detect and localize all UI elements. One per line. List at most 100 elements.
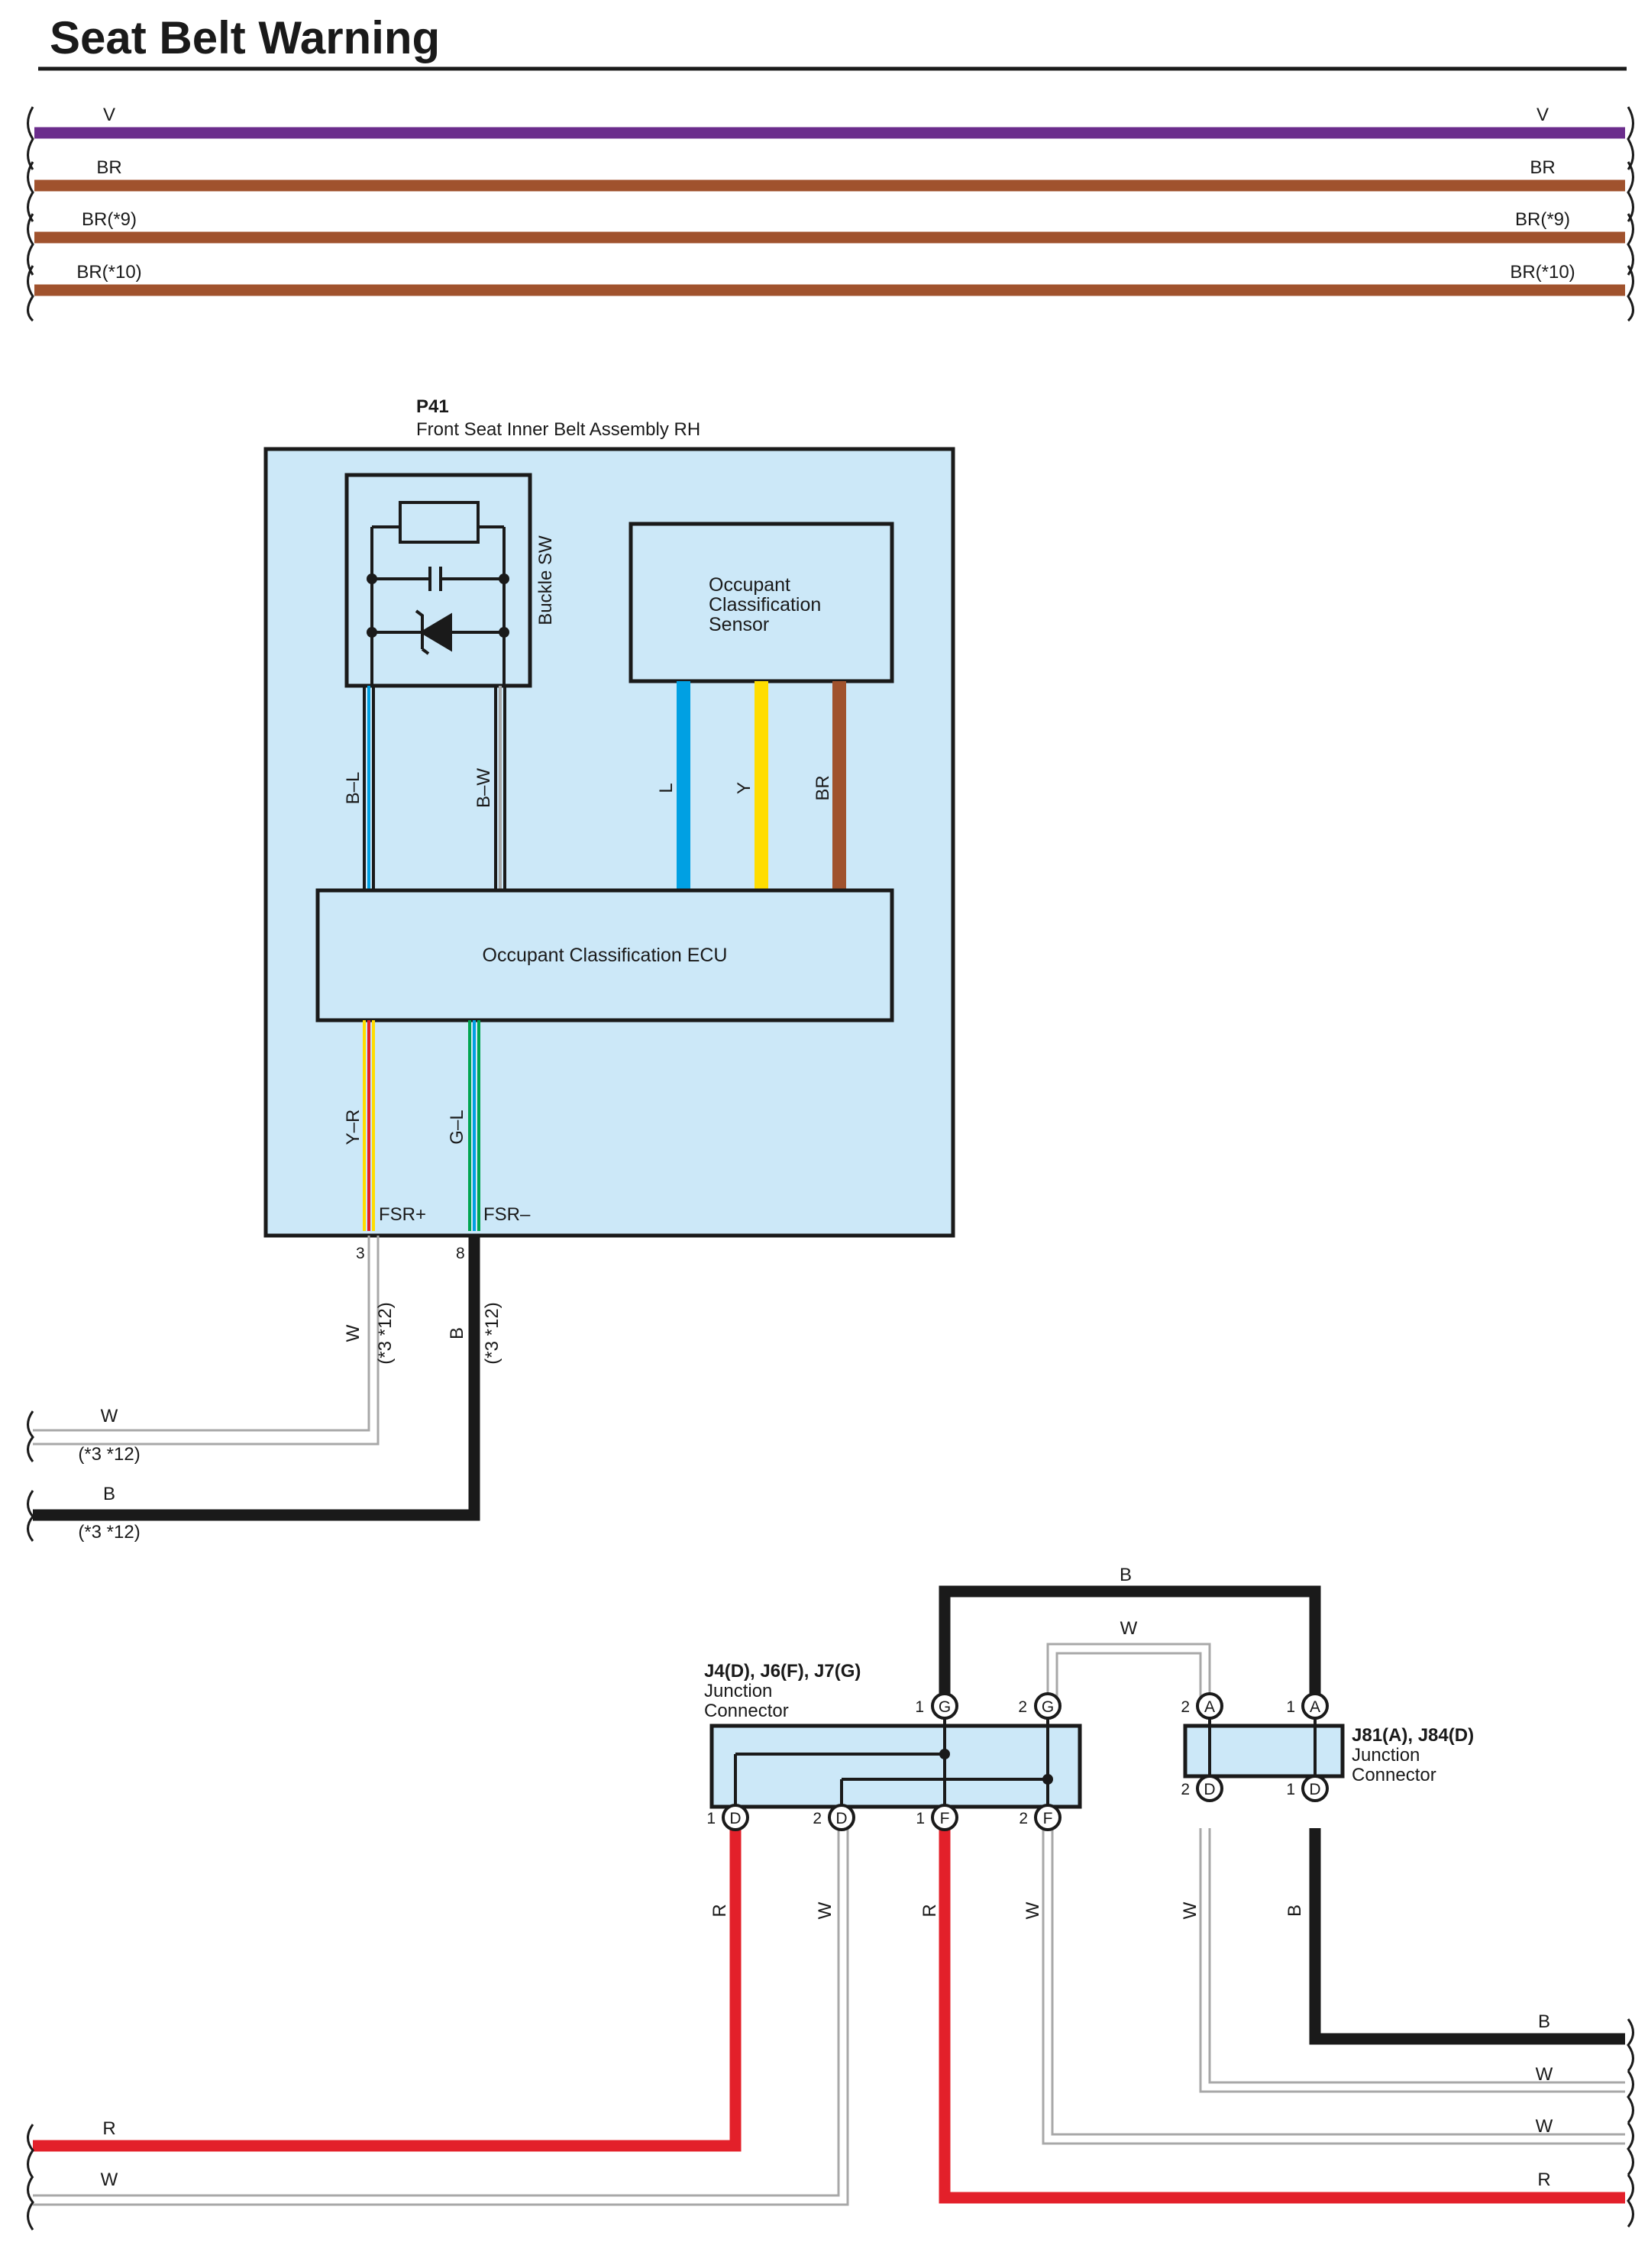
bus-label-right: V — [1537, 105, 1549, 125]
wire-w-right — [1051, 1828, 1625, 2136]
pin-marker — [1034, 1804, 1062, 1831]
pin-number: 2 — [1019, 1810, 1028, 1827]
wire-w-right — [1199, 1828, 1625, 2093]
j4-internal-wiring — [734, 1718, 1049, 1807]
terminal-fsr-plus: FSR+ — [379, 1204, 426, 1225]
j4-box — [709, 1724, 1082, 1809]
pin-number: 1 — [1286, 1781, 1295, 1798]
wire-label-top-b: B — [1120, 1565, 1132, 1585]
wire-note: (*3 *12) — [375, 1302, 396, 1364]
pin-marker — [931, 1804, 958, 1831]
wire-label-right-end: W — [1536, 2116, 1553, 2137]
sensor-label-line: Sensor — [709, 614, 769, 635]
pin-number: 2 — [1181, 1781, 1190, 1798]
bus-label-left: BR(*10) — [76, 262, 141, 283]
pin-marker — [1301, 1775, 1329, 1802]
pin-letter: D — [835, 1810, 847, 1827]
pin-letter: D — [1204, 1781, 1215, 1798]
junction-connector-j4: J4(D), J6(F), J7(G) Junction Connector G… — [704, 1661, 1082, 1831]
connector-break-icon — [1627, 161, 1634, 222]
pin-marker — [1196, 1775, 1223, 1802]
wire-label-right-end: R — [1537, 2169, 1550, 2190]
connector-break-icon — [27, 265, 34, 322]
buckle-sw-label: Buckle SW — [535, 535, 556, 625]
wire-w-left — [33, 1828, 840, 2197]
pin-number: 2 — [1018, 1698, 1027, 1716]
sensor-label-line: Classification — [709, 594, 821, 615]
junction-dot — [499, 627, 509, 638]
pin-letter: F — [1043, 1810, 1053, 1827]
j4-name-line: Junction — [704, 1681, 772, 1701]
bus-label-left: BR — [96, 157, 121, 178]
connector-break-icon — [1627, 2018, 1634, 2072]
junction-dot — [1042, 1774, 1053, 1785]
connector-break-icon — [27, 161, 34, 222]
connector-break-icon — [27, 1410, 34, 1462]
wire-label-y: Y — [734, 782, 755, 794]
wire-label-right-end: B — [1538, 2011, 1550, 2032]
pin-marker — [1196, 1692, 1223, 1720]
junction-dot — [367, 627, 377, 638]
p41-ref: P41 — [416, 396, 449, 417]
wire-label-down: W — [1023, 1901, 1043, 1919]
pin-letter: F — [940, 1810, 950, 1827]
wire-r-left — [33, 1828, 742, 2152]
terminal-fsr-minus: FSR– — [483, 1204, 531, 1225]
wire-label-down: R — [709, 1904, 730, 1917]
bus-label-left: BR(*9) — [82, 209, 137, 230]
connector-break-icon — [1627, 2174, 1634, 2228]
ecu-label: Occupant Classification ECU — [483, 945, 728, 966]
wire-label-b: B — [447, 1327, 467, 1339]
pin-number: 3 — [356, 1245, 365, 1262]
pin-number: 1 — [916, 1810, 925, 1827]
wire-label-br: BR — [813, 775, 833, 800]
p41-assembly: P41 Front Seat Inner Belt Assembly RH Bu… — [263, 396, 955, 1262]
j81-ref: J81(A), J84(D) — [1352, 1725, 1474, 1746]
pin-number: 1 — [1286, 1698, 1295, 1716]
wire-label-left-end: W — [101, 2169, 118, 2190]
buckle-switch-icon — [370, 501, 506, 684]
pin-marker — [1034, 1692, 1062, 1720]
wire-label-down: W — [815, 1901, 835, 1919]
occupant-ecu-box — [315, 888, 894, 1023]
wire-note: (*3 *12) — [78, 1522, 140, 1543]
j81-name-line: Connector — [1352, 1765, 1436, 1785]
pin-marker — [1301, 1692, 1329, 1720]
wire-w-top — [1046, 1643, 1211, 1706]
wire-label-g-l: G–L — [447, 1110, 467, 1144]
wire-label-right-end: W — [1536, 2064, 1553, 2085]
wire-label-down: R — [919, 1904, 940, 1917]
wire-label-l: L — [656, 783, 677, 793]
pin-number: 1 — [706, 1810, 716, 1827]
bus-label-right: BR — [1530, 157, 1555, 178]
junction-dot — [367, 573, 377, 584]
wire-w-top — [1055, 1652, 1202, 1706]
connector-break-icon — [1627, 2070, 1634, 2124]
pin-letter: D — [729, 1810, 741, 1827]
pin-letter: G — [939, 1698, 951, 1716]
occupant-sensor-box — [629, 522, 894, 683]
wire-label-w: W — [343, 1324, 364, 1342]
connector-break-icon — [1627, 2122, 1634, 2176]
connector-break-icon — [27, 1490, 34, 1542]
page-title: Seat Belt Warning — [50, 12, 440, 63]
wire-label-b-w: B–W — [473, 768, 494, 808]
wire-w-alt — [33, 1236, 380, 1446]
p41-name: Front Seat Inner Belt Assembly RH — [416, 419, 700, 440]
junction-wiring: B W R W R W W B B W W R R W — [27, 1565, 1634, 2231]
wire-label-left-b: B — [103, 1484, 115, 1504]
pin-number: 8 — [456, 1245, 465, 1262]
junction-dot — [939, 1749, 950, 1759]
pin-letter: A — [1310, 1698, 1320, 1716]
connector-break-icon — [27, 213, 34, 276]
sensor-label-line: Occupant — [709, 574, 790, 596]
connector-break-icon — [1627, 265, 1634, 322]
junction-connector-j81: J81(A), J84(D) Junction Connector A 2 A … — [1181, 1692, 1474, 1802]
bus-label-right: BR(*9) — [1515, 209, 1570, 230]
wire-label-down: W — [1180, 1901, 1200, 1919]
connector-break-icon — [1627, 213, 1634, 276]
pin-letter: D — [1309, 1781, 1320, 1798]
wire-label-left-end: R — [102, 2118, 115, 2139]
pin-marker — [828, 1804, 855, 1831]
